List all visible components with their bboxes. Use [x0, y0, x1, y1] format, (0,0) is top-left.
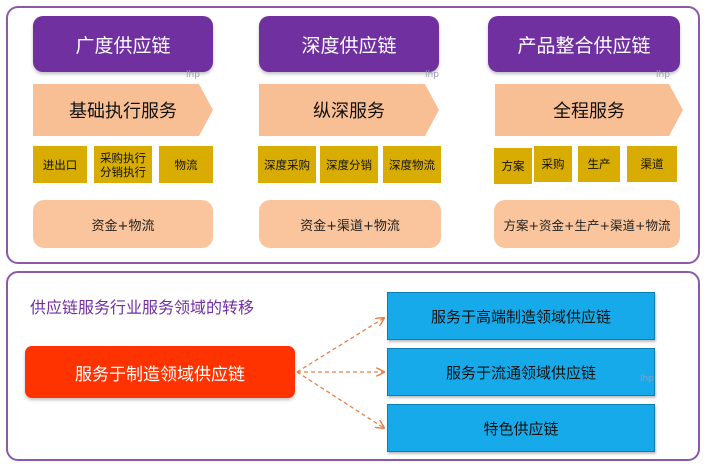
watermark: lhp	[186, 70, 200, 80]
specialty-supply-chain-box: 特色供应链	[387, 404, 655, 452]
item-box: 采购	[534, 146, 572, 182]
shift-title: 供应链服务行业服务领域的转移	[30, 298, 255, 317]
product-integration-supply-chain-header: 产品整合供应链	[488, 16, 680, 72]
item-box: 渠道	[627, 146, 677, 182]
basic-execution-service-arrow: 基础执行服务	[33, 84, 213, 136]
item-box: 生产	[578, 146, 620, 182]
circulation-supply-chain-box: 服务于流通领域供应链	[387, 348, 655, 396]
combined-service-box: 资金+渠道+物流	[259, 200, 441, 248]
combined-service-box: 方案+资金+生产+渠道+物流	[494, 200, 680, 248]
deep-supply-chain-header: 深度供应链	[259, 16, 439, 72]
item-box: 方案	[494, 148, 532, 184]
watermark: lhp	[425, 70, 439, 80]
in-depth-service-arrow: 纵深服务	[259, 84, 439, 136]
item-box: 采购执行 分销执行	[94, 146, 152, 183]
item-box: 深度物流	[383, 146, 441, 183]
full-process-service-arrow: 全程服务	[495, 84, 683, 136]
combined-service-box: 资金+物流	[33, 200, 213, 248]
watermark: lhp	[656, 70, 670, 80]
item-box: 物流	[159, 146, 213, 183]
item-box: 进出口	[33, 146, 87, 183]
item-box: 深度采购	[258, 146, 316, 183]
manufacturing-supply-chain-box: 服务于制造领域供应链	[25, 346, 295, 398]
item-box: 深度分销	[320, 146, 378, 183]
watermark: lhp	[640, 374, 654, 384]
broad-supply-chain-header: 广度供应链	[33, 16, 213, 72]
high-end-manufacturing-supply-chain-box: 服务于高端制造领域供应链	[387, 292, 655, 340]
